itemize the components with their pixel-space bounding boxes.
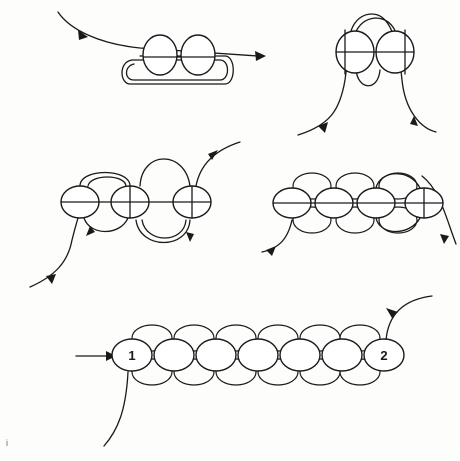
step-4-arrow-in xyxy=(266,246,276,256)
step-3-loop-b xyxy=(140,159,190,186)
step-3-arrow-inner-a xyxy=(86,226,95,236)
step-3-loop-a-inner xyxy=(88,177,126,186)
step-5-bead-main-3 xyxy=(196,339,236,371)
step-2-crossed-beads xyxy=(298,14,436,135)
corner-mark: i xyxy=(6,438,8,448)
step-4-bead-cluster xyxy=(262,173,456,256)
step-3-arrow-out xyxy=(208,150,218,160)
step-1-bead-a xyxy=(143,35,177,75)
step-5-finished-row: 1 2 xyxy=(76,296,432,446)
step-4-loop-top xyxy=(376,174,420,188)
step-1-arrow-right xyxy=(255,51,266,61)
step-4-thread-in xyxy=(262,220,292,252)
step-3-arrow-in xyxy=(46,274,56,284)
step-5-bead-main-2 xyxy=(154,339,194,371)
step-3-three-beads xyxy=(30,142,240,287)
step-5-bead-main-6 xyxy=(322,339,362,371)
step-2-arrow-right xyxy=(410,116,418,126)
step-4-loop-bottom xyxy=(376,218,420,232)
step-3-loop-a xyxy=(80,173,130,187)
step-5-thread-out xyxy=(386,296,432,340)
step-1-two-beads xyxy=(58,12,266,84)
step-5-bead-main-5 xyxy=(280,339,320,371)
step-4-arrow-out xyxy=(440,234,449,244)
step-3-arrow-inner-b xyxy=(186,232,194,242)
step-1-bead-b xyxy=(181,35,215,75)
bead-label-start: 1 xyxy=(128,348,135,363)
step-3-thread-out xyxy=(196,142,240,186)
step-5-bead-main-4 xyxy=(238,339,278,371)
step-5-arrow-out xyxy=(386,308,398,318)
step-3-loop-d-inner xyxy=(142,220,186,238)
bead-label-end: 2 xyxy=(380,348,387,363)
step-5-thread-tail xyxy=(104,372,128,446)
